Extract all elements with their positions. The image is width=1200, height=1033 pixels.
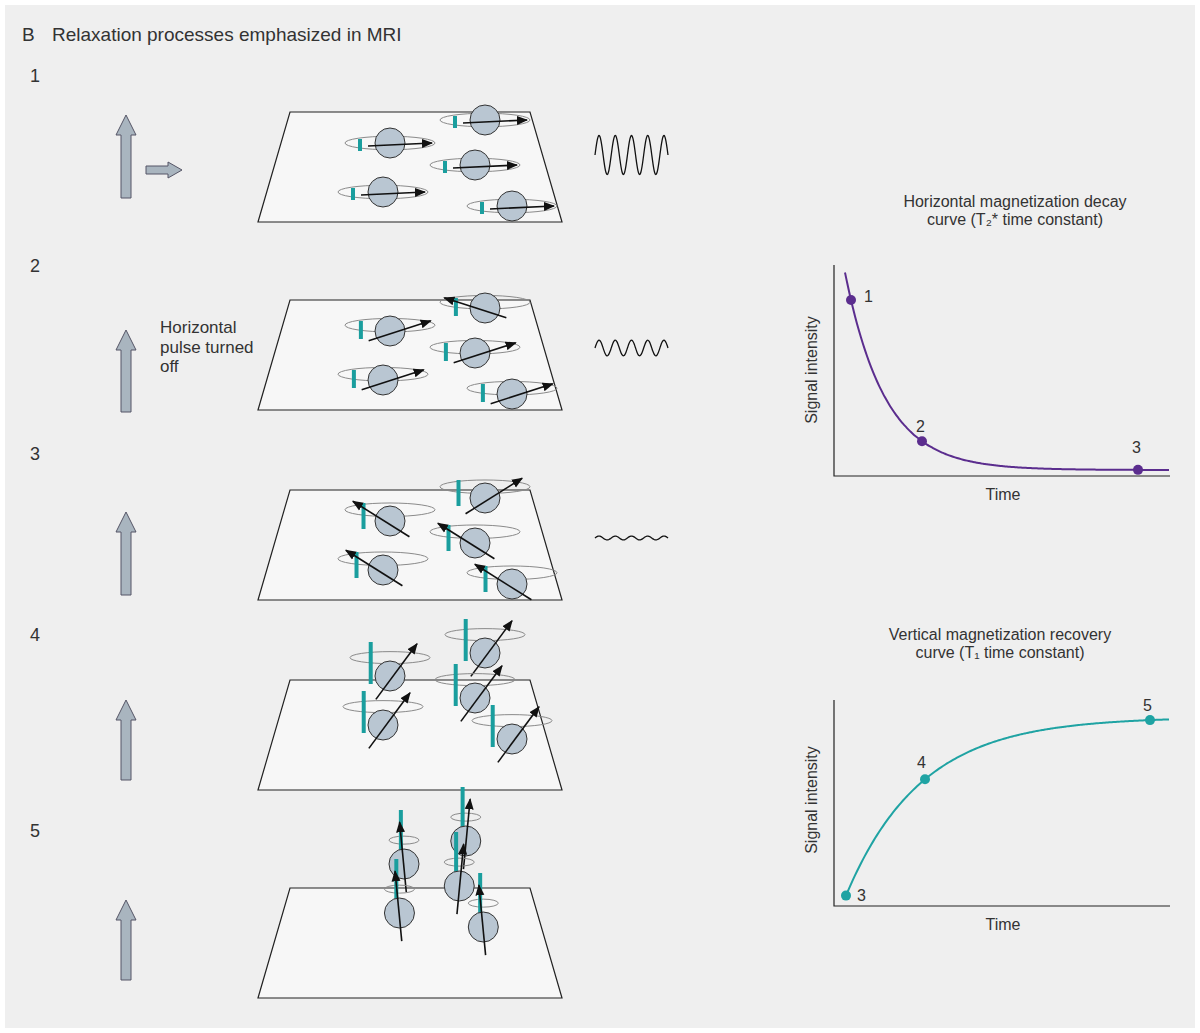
recovery-curve <box>845 719 1169 898</box>
tissue-plane <box>258 888 562 998</box>
decay-curve <box>845 273 1169 470</box>
row-number: 2 <box>30 256 40 277</box>
tissue-plane <box>258 300 562 410</box>
proton-spin <box>435 664 515 721</box>
proton-spin <box>338 550 428 586</box>
tissue-plane <box>258 680 562 790</box>
pulse-arrow <box>146 162 182 178</box>
proton-spin <box>384 859 414 941</box>
chart-axes <box>834 265 1170 476</box>
panel-letter: B <box>22 24 35 46</box>
axis-label: Time <box>986 916 1021 934</box>
point-number: 5 <box>1143 697 1152 715</box>
proton-spin <box>430 338 520 368</box>
axis-label: Signal intensity <box>803 746 821 854</box>
field-arrow <box>116 512 136 595</box>
proton-spin <box>440 105 530 135</box>
curve-point <box>1145 715 1155 725</box>
point-number: 1 <box>864 288 873 306</box>
chart-axes <box>834 700 1170 906</box>
field-arrow <box>116 330 136 412</box>
proton-spin <box>430 523 520 559</box>
proton-spin <box>468 873 498 955</box>
point-number: 2 <box>916 418 925 436</box>
proton-spin <box>467 379 557 409</box>
proton-spin <box>338 177 428 207</box>
point-number: 3 <box>1132 439 1141 457</box>
chart-title: Horizontal magnetization decay curve (T₂… <box>900 193 1130 230</box>
proton-spin <box>345 501 435 537</box>
curve-point <box>917 436 927 446</box>
proton-spin <box>467 191 557 221</box>
figure-title: Relaxation processes emphasized in MRI <box>52 24 402 46</box>
curve-point <box>1133 465 1143 475</box>
tissue-plane <box>258 490 562 600</box>
proton-spin <box>440 478 530 514</box>
field-arrow <box>116 115 136 198</box>
proton-spin <box>472 705 552 762</box>
row-number: 5 <box>30 821 40 842</box>
field-arrow <box>116 700 136 780</box>
curve-point <box>841 891 851 901</box>
proton-spin <box>343 691 423 748</box>
panel-ground <box>5 5 1195 1028</box>
curve-point <box>920 774 930 784</box>
proton-spin <box>345 316 435 346</box>
proton-spin <box>430 150 520 180</box>
curve-point <box>846 295 856 305</box>
proton-spin <box>389 810 419 892</box>
signal-wave <box>595 340 668 356</box>
signal-wave <box>595 135 668 174</box>
proton-spin <box>467 564 557 600</box>
tissue-plane <box>258 112 562 222</box>
point-number: 4 <box>917 754 926 772</box>
row-number: 4 <box>30 625 40 646</box>
field-arrow <box>116 900 136 980</box>
axis-label: Time <box>986 486 1021 504</box>
axis-label: Signal intensity <box>803 316 821 424</box>
proton-spin <box>345 128 435 158</box>
row-number: 1 <box>30 66 40 87</box>
pulse-note: Horizontal pulse turned off <box>160 318 260 377</box>
chart-title: Vertical magnetization recovery curve (T… <box>885 626 1115 663</box>
proton-spin <box>440 293 530 323</box>
signal-wave <box>595 536 668 540</box>
point-number: 3 <box>857 887 866 905</box>
row-number: 3 <box>30 444 40 465</box>
proton-spin <box>350 642 430 699</box>
proton-spin <box>338 365 428 395</box>
